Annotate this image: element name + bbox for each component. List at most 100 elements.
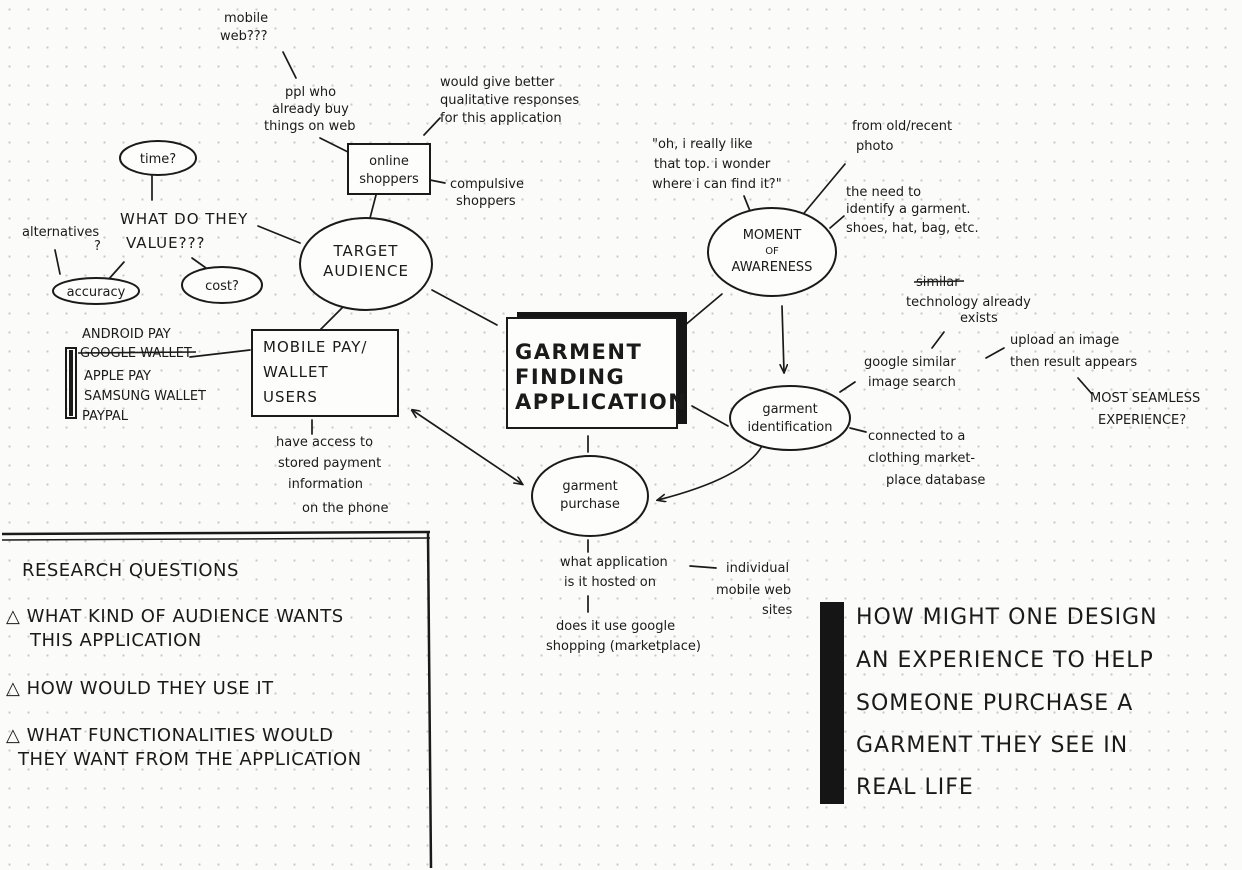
note-alternatives: alternatives ? [22, 225, 101, 254]
svg-text:shopping (marketplace): shopping (marketplace) [546, 639, 701, 654]
mobile-pay-line-1: MOBILE PAY/ [263, 338, 367, 356]
edge-moment-garmentid [782, 305, 784, 372]
time-label: time? [140, 152, 176, 167]
note-google-shopping: does it use google shopping (marketplace… [546, 619, 701, 654]
svg-text:alternatives: alternatives [22, 225, 99, 240]
svg-text:sites: sites [762, 603, 792, 618]
svg-text:the need to: the need to [846, 185, 921, 200]
svg-text:compulsive: compulsive [450, 177, 524, 192]
cost-label: cost? [205, 279, 239, 294]
edge-mobilepay-purchase [412, 410, 522, 484]
svg-text:APPLE PAY: APPLE PAY [84, 369, 151, 384]
mobile-pay-line-3: USERS [263, 388, 318, 406]
edge-photo-moment [799, 163, 846, 219]
note-what-value: WHAT DO THEY VALUE??? [120, 210, 248, 252]
svg-text:on the phone: on the phone [302, 501, 388, 516]
edge-value-cost [191, 257, 207, 269]
central-line-2: FINDING [515, 365, 625, 389]
svg-text:connected to a: connected to a [868, 429, 965, 444]
accuracy-label: accuracy [67, 285, 126, 300]
svg-text:individual: individual [726, 561, 789, 576]
hmw-bar [820, 602, 844, 804]
edge-alternatives-accuracy [54, 249, 61, 275]
garment-id-line-1: garment [762, 402, 817, 417]
note-upload: upload an image then result appears [1010, 333, 1137, 370]
edge-wallets-mobilepay [189, 349, 251, 358]
edge-value-target [257, 225, 301, 244]
svg-text:GOOGLE WALLET: GOOGLE WALLET [80, 346, 192, 361]
purchase-line-1: garment [562, 479, 617, 494]
edge-moment-central [683, 293, 723, 327]
hmw-line-4: GARMENT THEY SEE IN [856, 733, 1128, 758]
edge-hosted-individual [689, 565, 717, 569]
svg-text:would give better: would give better [440, 75, 555, 90]
svg-text:does it use google: does it use google [556, 619, 675, 634]
research-panel: RESEARCH QUESTIONS △ WHAT KIND OF AUDIEN… [1, 530, 433, 869]
moment-line-3: AWARENESS [732, 260, 813, 275]
svg-text:image search: image search [868, 375, 956, 390]
garment-id-node: garment identification [729, 385, 851, 451]
edge-central-garmentid [691, 405, 729, 427]
garment-id-line-2: identification [747, 420, 832, 435]
target-line-1: TARGET [333, 242, 399, 260]
edge-online-target [369, 194, 377, 219]
svg-text:photo: photo [856, 139, 894, 154]
research-q2: △ HOW WOULD THEY USE IT [6, 678, 274, 699]
svg-text:shoes, hat, bag, etc.: shoes, hat, bag, etc. [846, 221, 979, 236]
note-quote: "oh, i really like that top. i wonder wh… [652, 137, 782, 192]
svg-text:exists: exists [960, 311, 998, 326]
research-q1-line-2: THIS APPLICATION [29, 630, 202, 651]
svg-text:technology already: technology already [906, 295, 1031, 310]
edge-garmentid-purchase [658, 445, 763, 500]
svg-text:"oh, i really like: "oh, i really like [652, 137, 753, 152]
accuracy-node: accuracy [52, 277, 140, 305]
purchase-line-2: purchase [560, 497, 620, 512]
edge-target-mobilepay [319, 307, 343, 331]
svg-text:google similar: google similar [864, 355, 956, 370]
note-from-photo: from old/recent photo [852, 119, 952, 154]
note-stored-payment: have access to stored payment informatio… [276, 435, 388, 516]
svg-text:identify a garment.: identify a garment. [846, 202, 971, 217]
svg-text:from old/recent: from old/recent [852, 119, 952, 134]
svg-text:shoppers: shoppers [456, 194, 516, 209]
cost-node: cost? [181, 266, 263, 304]
note-google-search: google similar image search [864, 355, 956, 390]
svg-text:stored payment: stored payment [278, 456, 381, 471]
edge-garmentid-connected [849, 427, 867, 433]
moment-line-1: MOMENT [743, 228, 802, 243]
svg-text:WHAT DO THEY: WHAT DO THEY [120, 210, 248, 228]
time-node: time? [119, 140, 197, 176]
mobile-pay-node: MOBILE PAY/ WALLET USERS [251, 329, 399, 417]
online-line-1: online [369, 154, 409, 169]
note-hosted: what application is it hosted on [560, 555, 668, 590]
svg-text:ANDROID PAY: ANDROID PAY [82, 327, 171, 342]
edge-online-compulsive [429, 179, 446, 184]
research-heading: RESEARCH QUESTIONS [22, 560, 239, 581]
online-shoppers-node: online shoppers [347, 143, 431, 195]
edge-mobileweb-ppl [282, 51, 297, 79]
note-individual: individual mobile web sites [716, 561, 792, 618]
edge-upload-seamless [1077, 377, 1093, 395]
moment-node: MOMENT OF AWARENESS [707, 207, 837, 297]
hmw-line-2: AN EXPERIENCE TO HELP [856, 648, 1154, 673]
research-q1-line-1: △ WHAT KIND OF AUDIENCE WANTS [6, 606, 344, 627]
note-connected: connected to a clothing market- place da… [868, 429, 985, 488]
research-q3-line-2: THEY WANT FROM THE APPLICATION [17, 749, 362, 770]
svg-text:place database: place database [886, 473, 985, 488]
garment-purchase-node: garment purchase [531, 455, 649, 537]
svg-text:MOST SEAMLESS: MOST SEAMLESS [1090, 391, 1200, 406]
svg-text:web???: web??? [220, 29, 268, 44]
hmw-line-3: SOMEONE PURCHASE A [856, 691, 1133, 716]
note-mobile-web: mobile web??? [220, 11, 268, 44]
svg-text:PAYPAL: PAYPAL [82, 409, 129, 424]
note-ppl-who: ppl who already buy things on web [264, 85, 356, 134]
svg-text:upload an image: upload an image [1010, 333, 1119, 348]
note-tech-exists: similar technology already exists [906, 275, 1031, 326]
target-line-2: AUDIENCE [323, 262, 409, 280]
svg-text:where i can find it?": where i can find it?" [652, 177, 782, 192]
target-audience-node: TARGET AUDIENCE [299, 217, 433, 311]
note-seamless: MOST SEAMLESS EXPERIENCE? [1090, 391, 1200, 428]
svg-text:what application: what application [560, 555, 668, 570]
edge-google-garmentid [839, 381, 856, 393]
